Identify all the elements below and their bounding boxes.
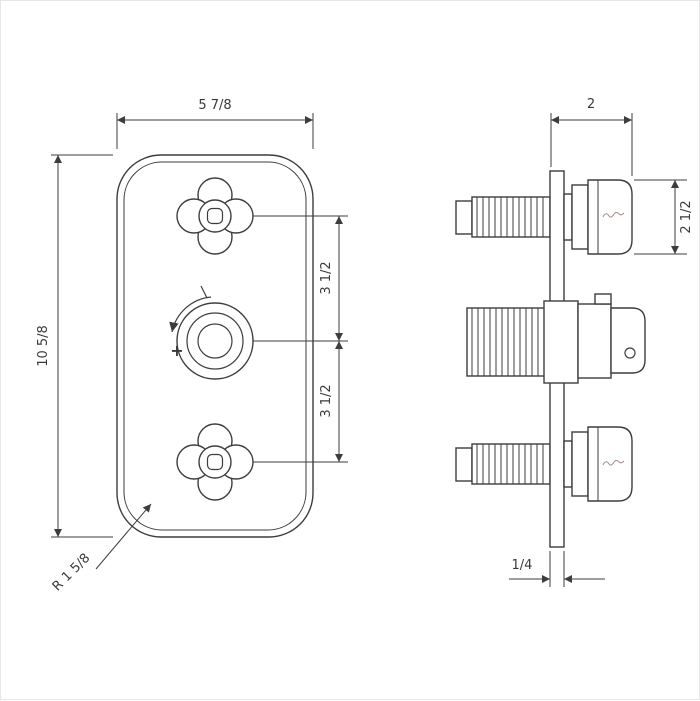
dim-bottom-spacing-label: 3 1/2 <box>319 384 334 417</box>
top-handle-brand-script-mark <box>602 212 625 218</box>
top-handle-flange <box>563 193 573 241</box>
top-handle-profile <box>563 179 633 255</box>
middle-knob-cap <box>610 307 646 374</box>
faceplate-inner-outline <box>123 161 307 531</box>
dial-direction-arc <box>169 296 212 333</box>
bottom-valve-ribbed-body <box>471 443 551 485</box>
top-handle-stem <box>206 207 224 225</box>
dim-side-depth-label: 2 <box>587 97 595 112</box>
top-handle-flower <box>176 177 254 255</box>
dim-handle-height: 2 1/2 <box>634 179 694 255</box>
dim-front-height-label: 10 5/8 <box>36 325 51 367</box>
dim-front-height: 10 5/8 <box>36 154 113 538</box>
middle-valve-collar <box>543 300 579 384</box>
middle-knob-top-step <box>594 293 612 305</box>
bottom-handle-flange <box>563 440 573 488</box>
bottom-handle-neck <box>571 431 589 497</box>
dim-front-width-label: 5 7/8 <box>198 98 231 113</box>
dim-corner-radius-label: R 1 5/8 <box>50 551 93 594</box>
side-view <box>455 170 646 548</box>
top-valve-ribs <box>476 197 544 237</box>
middle-valve-body <box>466 307 551 377</box>
radius-leader-line <box>95 503 152 570</box>
side-view-dimensions: 2 2 1/2 1/4 <box>509 97 694 587</box>
bottom-handle-cap <box>587 426 633 502</box>
dim-handle-spacing: 3 1/2 3 1/2 <box>253 215 348 463</box>
middle-valve-ribs <box>471 308 545 376</box>
bottom-handle-brand-script-mark <box>602 460 625 466</box>
bottom-valve-stub <box>455 447 473 482</box>
dim-top-spacing-label: 3 1/2 <box>319 261 334 294</box>
top-valve-stub <box>455 200 473 235</box>
dim-plate-thickness: 1/4 <box>509 551 605 587</box>
faceplate-outline <box>116 154 314 538</box>
dim-front-width: 5 7/8 <box>116 98 314 149</box>
middle-knob-screw-detail <box>624 347 636 359</box>
dial-inner-ring <box>197 323 233 359</box>
bottom-handle-flower <box>176 423 254 501</box>
middle-valve-knob <box>543 293 646 384</box>
dial-index-tick <box>200 285 208 299</box>
top-handle-neck <box>571 184 589 250</box>
bottom-handle-profile <box>563 426 633 502</box>
top-valve-ribbed-body <box>471 196 551 238</box>
bottom-valve-ribs <box>476 444 544 484</box>
dial-plus-label: + <box>170 341 183 360</box>
dim-side-depth: 2 <box>550 97 633 176</box>
middle-knob-base <box>577 303 612 379</box>
top-handle-hub <box>198 199 232 233</box>
dim-plate-thickness-label: 1/4 <box>512 558 533 573</box>
bottom-handle-stem <box>206 453 224 471</box>
dim-handle-height-label: 2 1/2 <box>679 200 694 233</box>
bottom-valve-body <box>455 443 551 485</box>
dial-middle-ring <box>186 312 244 370</box>
bottom-handle-hub <box>198 445 232 479</box>
top-valve-body <box>455 196 551 238</box>
front-view: + <box>116 154 314 538</box>
